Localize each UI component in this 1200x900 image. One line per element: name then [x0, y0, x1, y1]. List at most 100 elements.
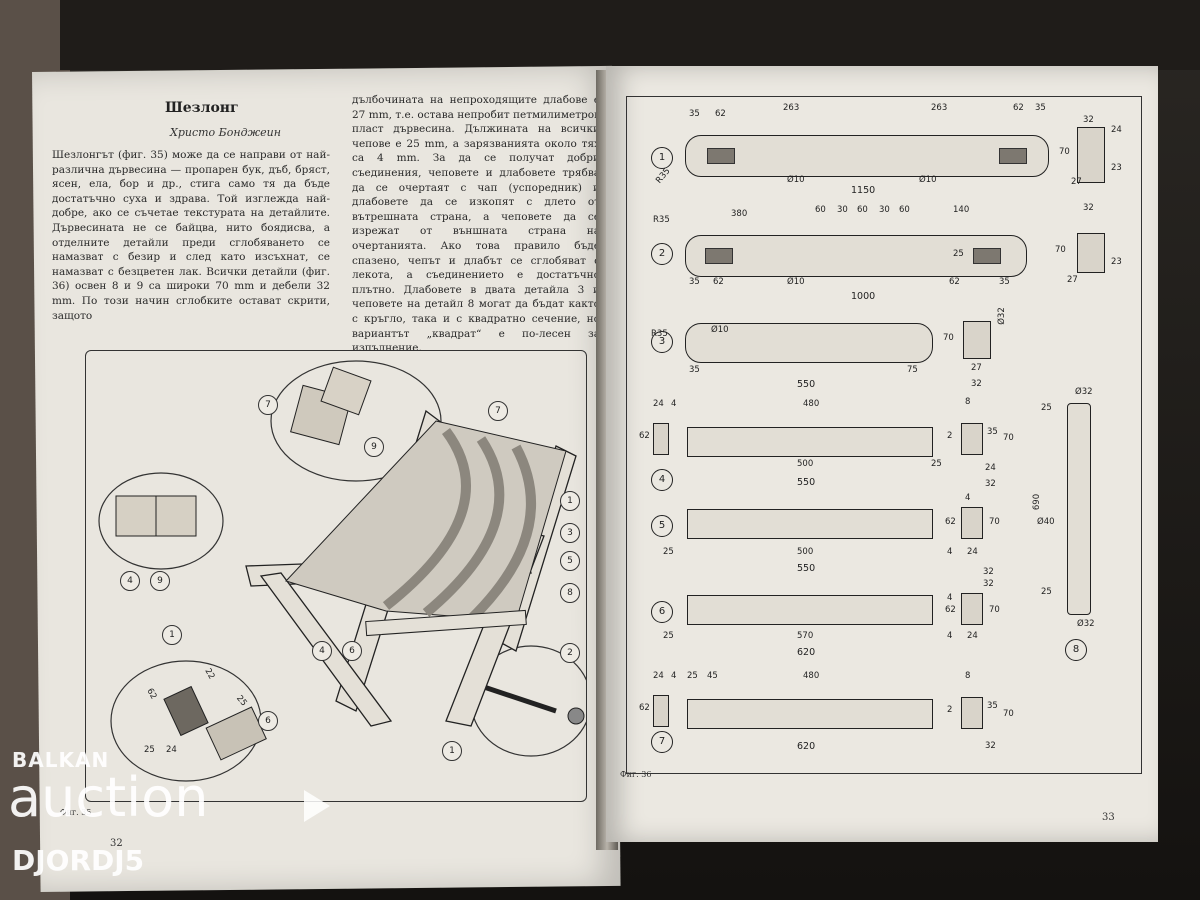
p1-dim-62a: 62 — [715, 109, 726, 119]
part-2-slot-right — [973, 248, 1001, 264]
p2-dim-35a: 35 — [689, 277, 700, 287]
p7-xsec-70: 70 — [1003, 709, 1014, 719]
p5-xsec-24: 24 — [967, 547, 978, 557]
p2-dim-62b: 62 — [949, 277, 960, 287]
p2-dim-35b: 35 — [999, 277, 1010, 287]
p3-dim-75: 75 — [907, 365, 918, 375]
p2-cross-section — [1077, 233, 1105, 273]
p2-dim-60a: 60 — [815, 205, 826, 215]
p8-d32-top: Ø32 — [1075, 387, 1093, 397]
part-5-plank — [687, 509, 933, 539]
p4-cross-section — [961, 423, 983, 455]
p6-dim-570: 570 — [797, 631, 814, 641]
p2-dim-140: 140 — [953, 205, 970, 215]
p4-end-4: 4 — [671, 399, 677, 409]
p7-xsec-8: 8 — [965, 671, 971, 681]
p1-hole-a: Ø10 — [787, 175, 805, 185]
part-7-label: 7 — [651, 731, 673, 753]
p4-end-24: 24 — [653, 399, 664, 409]
p5-xsec-70: 70 — [989, 517, 1000, 527]
watermark-balkan: BALKAN — [12, 748, 110, 772]
detail-dim-25b: 25 — [144, 745, 155, 755]
p2-xsec-23: 23 — [1111, 257, 1122, 267]
p6-xsec-62: 62 — [945, 605, 956, 615]
p8-d32-bottom: Ø32 — [1077, 619, 1095, 629]
watermark-auction: auction — [8, 766, 209, 829]
page-number-left: 32 — [110, 838, 123, 849]
part-8-label: 8 — [1065, 639, 1087, 661]
part-3-label: 3 — [651, 331, 673, 353]
p2-dim-30b: 30 — [879, 205, 890, 215]
p5-xsec-62: 62 — [945, 517, 956, 527]
p6-cross-section — [961, 593, 983, 625]
callout-4a: 4 — [312, 641, 332, 661]
p7-end-4: 4 — [671, 671, 677, 681]
part-5-label: 5 — [651, 515, 673, 537]
p7-length: 620 — [797, 741, 816, 752]
p8-dim-690: 690 — [1032, 493, 1043, 511]
p1-dim-35a: 35 — [689, 109, 700, 119]
part-6-plank — [687, 595, 933, 625]
part-7-plank — [687, 699, 933, 729]
part-2-plank — [685, 235, 1027, 277]
p2-xsec-27: 27 — [1067, 275, 1078, 285]
p2-dim-60b: 60 — [857, 205, 868, 215]
p4-end-62: 62 — [639, 431, 650, 441]
p1-cross-section — [1077, 127, 1105, 183]
p4-dim-480: 480 — [803, 399, 820, 409]
p3-xsec-70: 70 — [943, 333, 954, 343]
p1-xsec-32: 32 — [1083, 115, 1094, 125]
p6-xsec-32: 32 — [983, 579, 994, 589]
p2-xsec-70: 70 — [1055, 245, 1066, 255]
p3-hole: Ø10 — [711, 325, 729, 335]
watermark-user: DJORDJ5 — [12, 844, 145, 877]
chair-illustration: 7 7 9 1 3 5 8 2 4 6 4 9 1 6 1 62 25 24 2… — [85, 350, 592, 802]
p4-length: 550 — [797, 477, 816, 488]
p1-length: 1150 — [851, 185, 876, 196]
p2-length: 1000 — [851, 291, 876, 302]
p3-cross-section — [963, 321, 991, 359]
page-number-right: 33 — [1102, 812, 1115, 823]
part-3-plank — [685, 323, 933, 363]
p1-dim-263a: 263 — [783, 103, 800, 113]
text-column-b: дълбочината на непроходящите длабове е 2… — [352, 94, 600, 355]
p1-xsec-23: 23 — [1111, 163, 1122, 173]
callout-2: 2 — [560, 643, 580, 663]
p2-dim-380: 380 — [731, 209, 748, 219]
callout-1c: 1 — [442, 741, 462, 761]
p1-hole-b: Ø10 — [919, 175, 937, 185]
part-1-plank — [685, 135, 1049, 177]
article-title: Шезлонг — [165, 100, 239, 116]
p4-dim-25: 25 — [931, 459, 942, 469]
p6-xsec-70: 70 — [989, 605, 1000, 615]
p5-xsec-4b: 4 — [947, 547, 953, 557]
p2-dim-60c: 60 — [899, 205, 910, 215]
p5-length: 550 — [797, 563, 816, 574]
callout-6b: 6 — [258, 711, 278, 731]
p8-d40: Ø40 — [1037, 517, 1055, 527]
p4-end-view — [653, 423, 669, 455]
p7-xsec-2: 2 — [947, 705, 953, 715]
callout-9a: 9 — [364, 437, 384, 457]
p2-radius: R35 — [653, 215, 670, 225]
p1-radius: R35 — [654, 166, 673, 186]
callout-7a: 7 — [258, 395, 278, 415]
p7-dim-480: 480 — [803, 671, 820, 681]
p2-dim-25: 25 — [953, 249, 964, 259]
p1-xsec-70: 70 — [1059, 147, 1070, 157]
article-author: Христо Бонджеин — [170, 126, 281, 139]
play-icon — [304, 790, 330, 822]
p7-end-24: 24 — [653, 671, 664, 681]
p5-dim-500: 500 — [797, 547, 814, 557]
p2-xsec-32: 32 — [1083, 203, 1094, 213]
p3-dim-35: 35 — [689, 365, 700, 375]
p1-dim-62b: 62 — [1013, 103, 1024, 113]
part-2-slot-left — [705, 248, 733, 264]
callout-5: 5 — [560, 551, 580, 571]
p7-dim-45: 45 — [707, 671, 718, 681]
part-4-label: 4 — [651, 469, 673, 491]
p7-end-view — [653, 695, 669, 727]
p3-xsec-32: 32 — [971, 379, 982, 389]
p2-dim-62a: 62 — [713, 277, 724, 287]
p6-xsec-24: 24 — [967, 631, 978, 641]
